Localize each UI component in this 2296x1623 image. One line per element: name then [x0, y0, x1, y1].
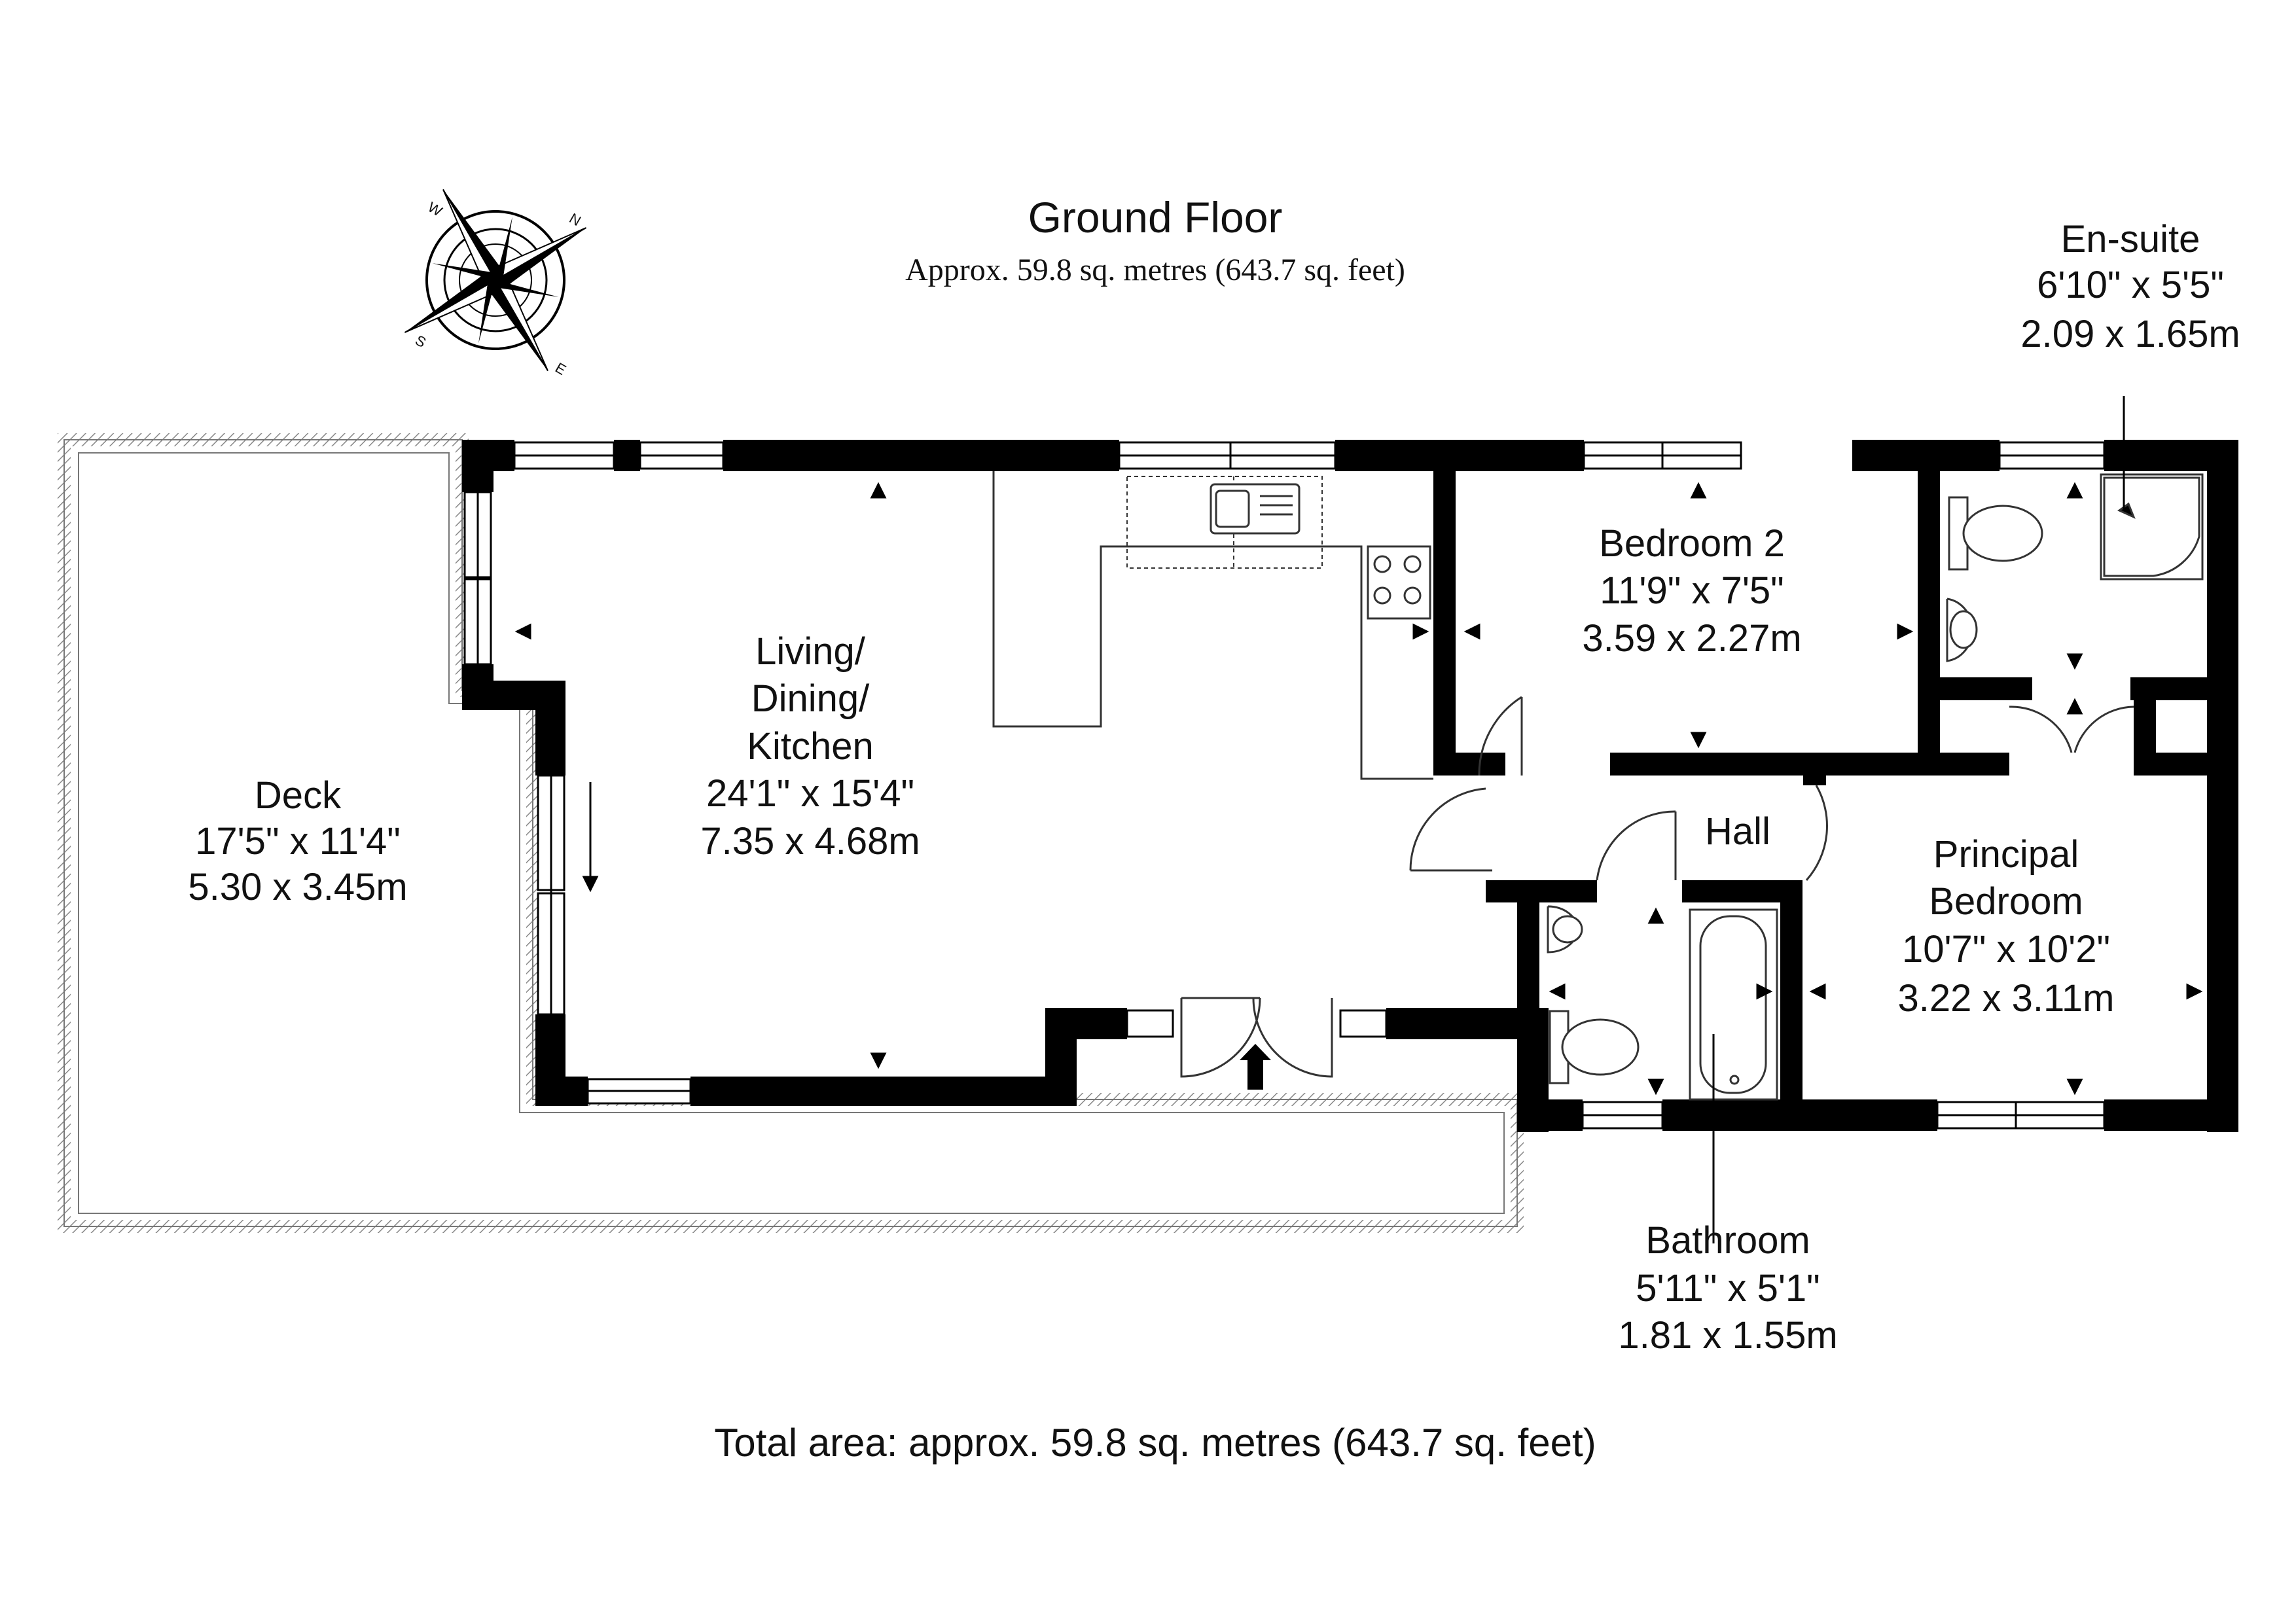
compass-w: W	[425, 198, 446, 219]
ensuite-metric: 2.09 x 1.65m	[2020, 313, 2240, 355]
ensuite-name: En-suite	[2061, 218, 2200, 260]
floor-title: Ground Floor	[1028, 193, 1283, 241]
total-area: Total area: approx. 59.8 sq. metres (643…	[714, 1421, 1596, 1465]
deck-name: Deck	[255, 774, 342, 817]
basin-icon	[1547, 597, 1978, 954]
deck-imperial: 17'5" x 11'4"	[195, 820, 401, 863]
principal-imperial: 10'7" x 10'2"	[1902, 928, 2110, 971]
doors	[1180, 696, 2134, 1078]
ensuite-imperial: 6'10" x 5'5"	[2037, 264, 2224, 306]
deck-metric: 5.30 x 3.45m	[188, 866, 407, 908]
living-label: Living/ Dining/ Kitchen 24'1" x 15'4" 7.…	[700, 630, 920, 863]
hall-name: Hall	[1705, 810, 1770, 853]
principal-metric: 3.22 x 3.11m	[1897, 977, 2114, 1020]
bedroom2-metric: 3.59 x 2.27m	[1582, 617, 1801, 660]
compass-n: N	[567, 210, 584, 230]
toilet-icon	[1549, 496, 2043, 1084]
living-name-1: Living/	[755, 630, 866, 673]
compass-s: S	[412, 332, 429, 351]
living-name-3: Kitchen	[747, 725, 873, 768]
bedroom2-label: Bedroom 2 11'9" x 7'5" 3.59 x 2.27m	[1582, 522, 1801, 660]
compass-e: E	[552, 359, 569, 378]
entrance-arrow-icon	[1240, 1044, 1271, 1090]
deck-area	[58, 433, 1524, 1233]
living-metric: 7.35 x 4.68m	[700, 820, 920, 863]
bedroom2-imperial: 11'9" x 7'5"	[1600, 569, 1784, 612]
bathroom-label: Bathroom 5'11" x 5'1" 1.81 x 1.55m	[1618, 1219, 1837, 1357]
bathtub-icon	[1689, 908, 1778, 1101]
windows	[463, 441, 2106, 1130]
bathroom-imperial: 5'11" x 5'1"	[1636, 1267, 1820, 1310]
living-imperial: 24'1" x 15'4"	[706, 772, 914, 815]
exterior-walls	[462, 440, 2238, 1132]
principal-name-1: Principal	[1933, 833, 2079, 876]
bathroom-name: Bathroom	[1645, 1219, 1810, 1262]
shower-icon	[2100, 473, 2204, 580]
living-name-2: Dining/	[751, 677, 870, 720]
ensuite-label: En-suite 6'10" x 5'5" 2.09 x 1.65m	[2020, 218, 2240, 355]
compass-rose-icon: N E S W	[404, 188, 587, 378]
sink-icon	[1210, 483, 1300, 535]
principal-name-2: Bedroom	[1929, 880, 2083, 923]
principal-label: Principal Bedroom 10'7" x 10'2" 3.22 x 3…	[1897, 833, 2114, 1020]
bedroom2-name: Bedroom 2	[1599, 522, 1785, 565]
deck-label: Deck 17'5" x 11'4" 5.30 x 3.45m	[188, 774, 407, 908]
interior-walls	[1433, 471, 2207, 1103]
bathroom-metric: 1.81 x 1.55m	[1618, 1314, 1837, 1357]
hob-icon	[1373, 555, 1422, 605]
floor-subtitle: Approx. 59.8 sq. metres (643.7 sq. feet)	[905, 253, 1405, 287]
dimension-arrows	[514, 396, 2203, 1243]
